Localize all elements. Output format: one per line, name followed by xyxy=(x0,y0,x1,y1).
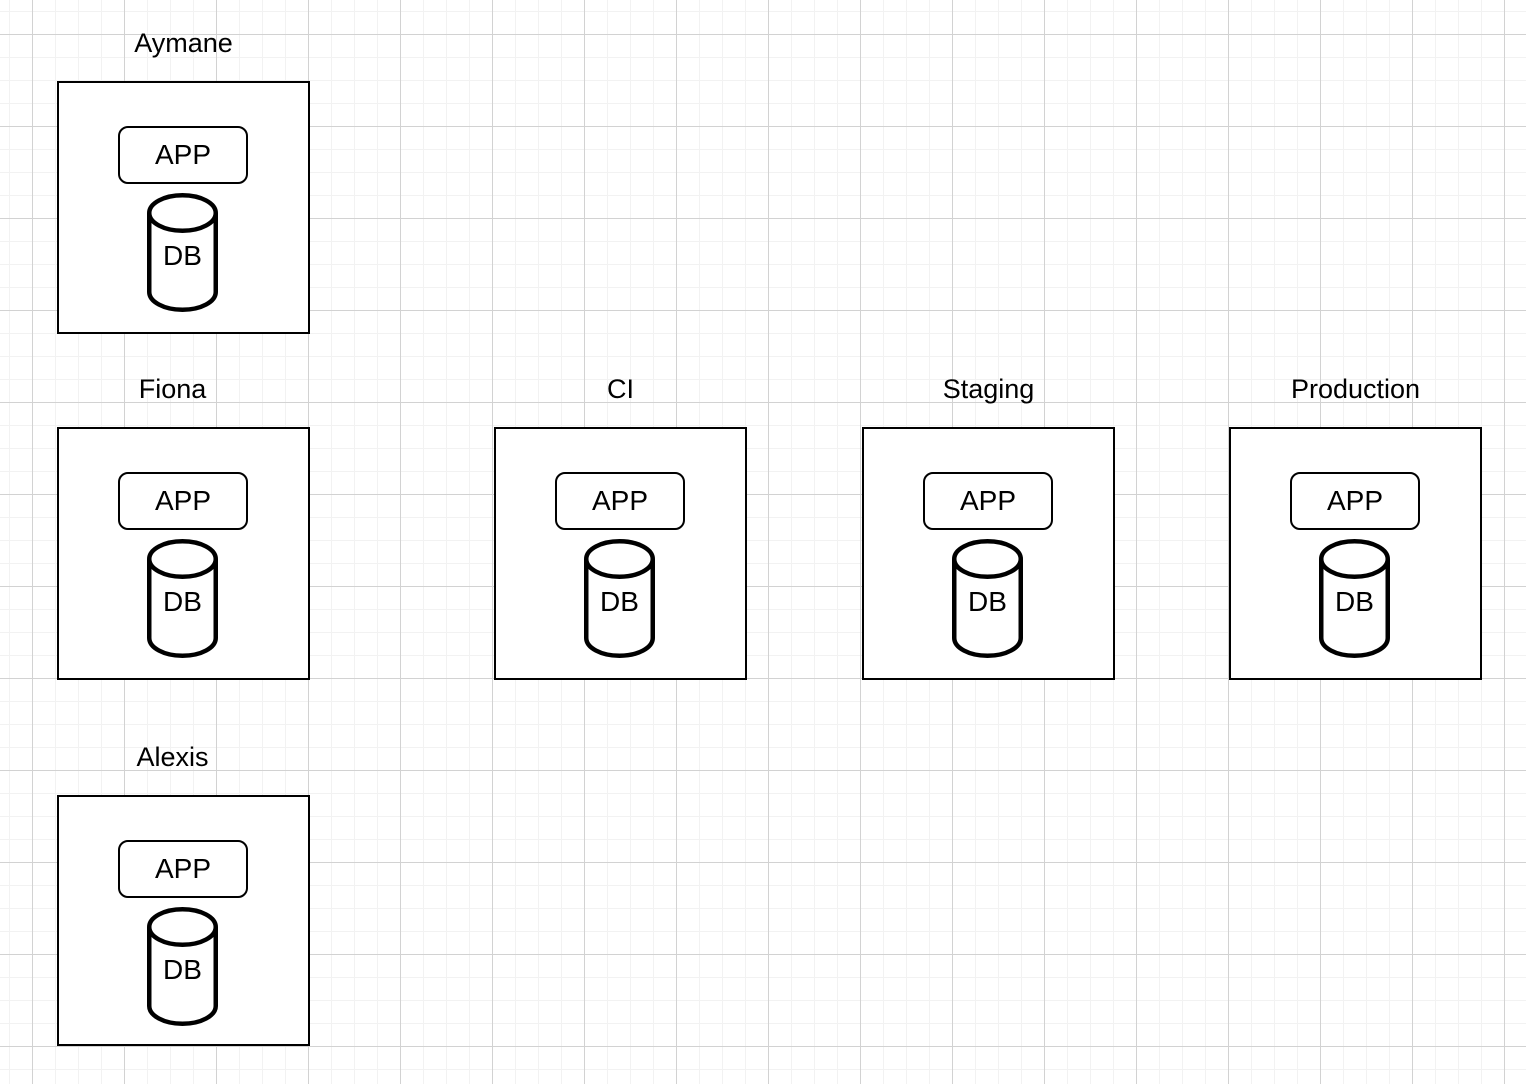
database-icon xyxy=(584,539,655,658)
db-node-label: DB xyxy=(163,586,202,617)
db-cylinder[interactable]: DB xyxy=(584,539,655,658)
db-cylinder[interactable]: DB xyxy=(1319,539,1390,658)
app-node[interactable]: APP xyxy=(555,472,685,530)
db-cylinder[interactable]: DB xyxy=(952,539,1023,658)
app-node-label: APP xyxy=(959,485,1017,516)
db-cylinder[interactable]: DB xyxy=(147,193,218,312)
app-node[interactable]: APP xyxy=(923,472,1053,530)
db-node-label: DB xyxy=(600,586,639,617)
environment-production: Production APP DB xyxy=(1229,374,1482,680)
db-node-label: DB xyxy=(163,240,202,271)
environment-ci: CI APP DB xyxy=(494,374,747,680)
app-node[interactable]: APP xyxy=(1290,472,1420,530)
db-node-label: DB xyxy=(163,954,202,985)
environment-label[interactable]: Production xyxy=(1290,374,1421,404)
environment-fiona: Fiona APP DB xyxy=(57,374,310,680)
app-node[interactable]: APP xyxy=(118,840,248,898)
app-node[interactable]: APP xyxy=(118,126,248,184)
app-node[interactable]: APP xyxy=(118,472,248,530)
environment-staging: Staging APP DB xyxy=(862,374,1115,680)
environment-label[interactable]: Staging xyxy=(942,374,1035,404)
environment-label[interactable]: CI xyxy=(607,374,634,404)
db-cylinder[interactable]: DB xyxy=(147,907,218,1026)
environment-aymane: Aymane APP DB xyxy=(57,28,310,334)
database-icon xyxy=(1319,539,1390,658)
environment-alexis: Alexis APP DB xyxy=(57,742,310,1046)
database-icon xyxy=(147,539,218,658)
app-node-label: APP xyxy=(154,139,212,170)
environment-label[interactable]: Aymane xyxy=(134,28,233,58)
app-node-label: APP xyxy=(154,485,212,516)
app-node-label: APP xyxy=(1326,485,1384,516)
app-node-label: APP xyxy=(591,485,649,516)
db-node-label: DB xyxy=(1335,586,1374,617)
db-node-label: DB xyxy=(968,586,1007,617)
app-node-label: APP xyxy=(154,853,212,884)
database-icon xyxy=(147,193,218,312)
environment-label[interactable]: Alexis xyxy=(136,742,209,772)
database-icon xyxy=(147,907,218,1026)
environment-label[interactable]: Fiona xyxy=(138,374,207,404)
db-cylinder[interactable]: DB xyxy=(147,539,218,658)
database-icon xyxy=(952,539,1023,658)
